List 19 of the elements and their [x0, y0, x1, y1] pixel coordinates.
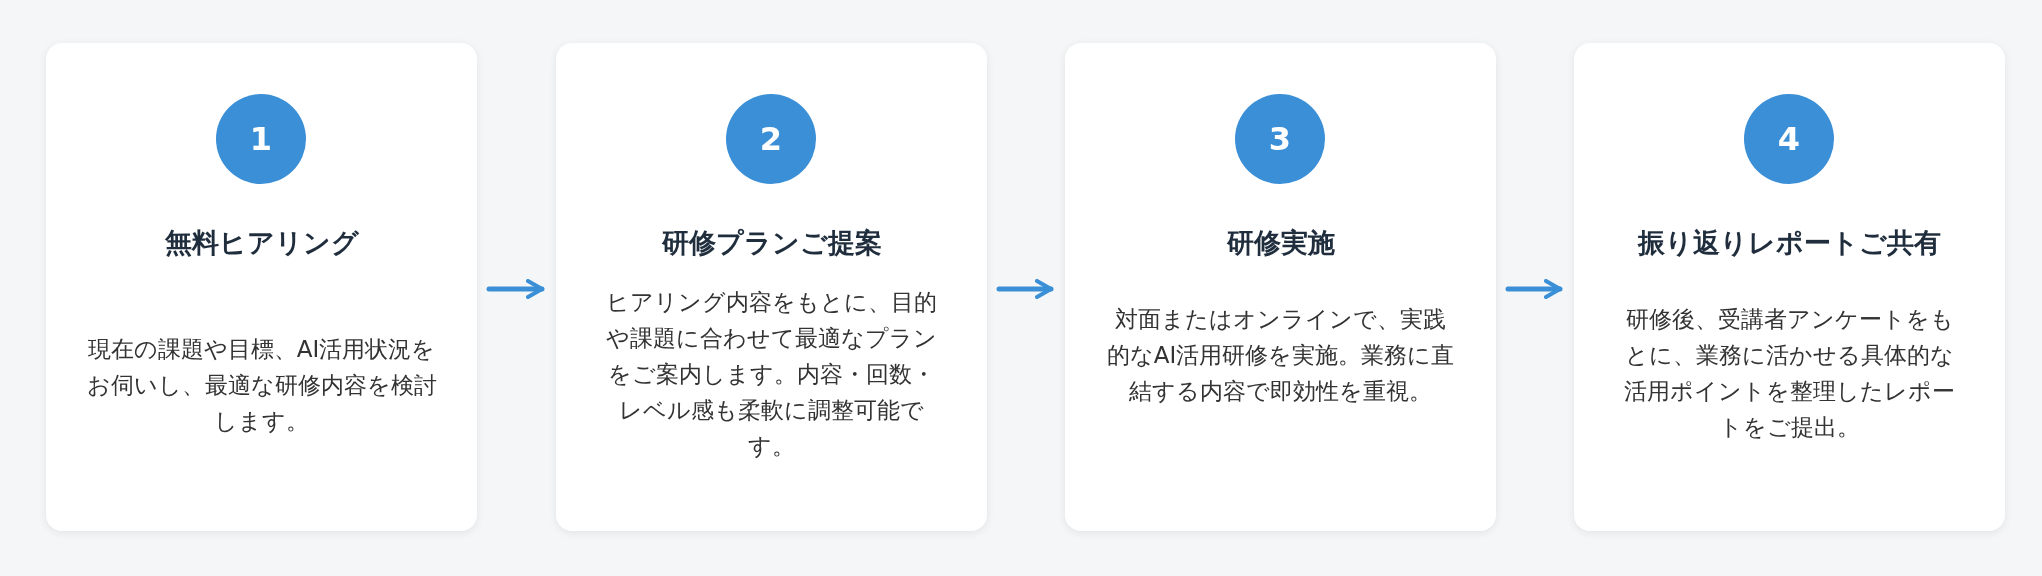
step-description: 対面またはオンラインで、実践的なAI活用研修を実施。業務に直結する内容で即効性を重視。: [1105, 305, 1456, 406]
step-number: 2: [726, 94, 816, 184]
step-title: 研修プランご提案: [660, 226, 883, 260]
step-description: ヒアリング内容をもとに、目的や課題に合わせて最適なプランをご案内します。内容・回数・レベル感も柔軟に調整可能です。: [605, 288, 938, 461]
step-card: [1574, 43, 2005, 531]
arrow: [996, 279, 1054, 299]
step-title: 研修実施: [1225, 226, 1336, 260]
step-number: 1: [216, 94, 306, 184]
step-number: 3: [1235, 94, 1325, 184]
step-description: 研修後、受講者アンケートをもとに、業務に活かせる具体的な活用ポイントを整理したレポートをご提出。: [1623, 305, 1956, 442]
step-description: 現在の課題や目標、AI活用状況をお伺いし、最適な研修内容を検討します。: [86, 335, 437, 436]
step-number: 4: [1744, 94, 1834, 184]
arrow: [486, 279, 545, 299]
arrow: [1505, 279, 1563, 299]
step-card: [1065, 43, 1496, 531]
step-card: [556, 43, 987, 531]
step-title: 無料ヒアリング: [163, 226, 360, 260]
step-title: 振り返りレポートご共有: [1636, 226, 1942, 260]
step-card: [46, 43, 477, 531]
